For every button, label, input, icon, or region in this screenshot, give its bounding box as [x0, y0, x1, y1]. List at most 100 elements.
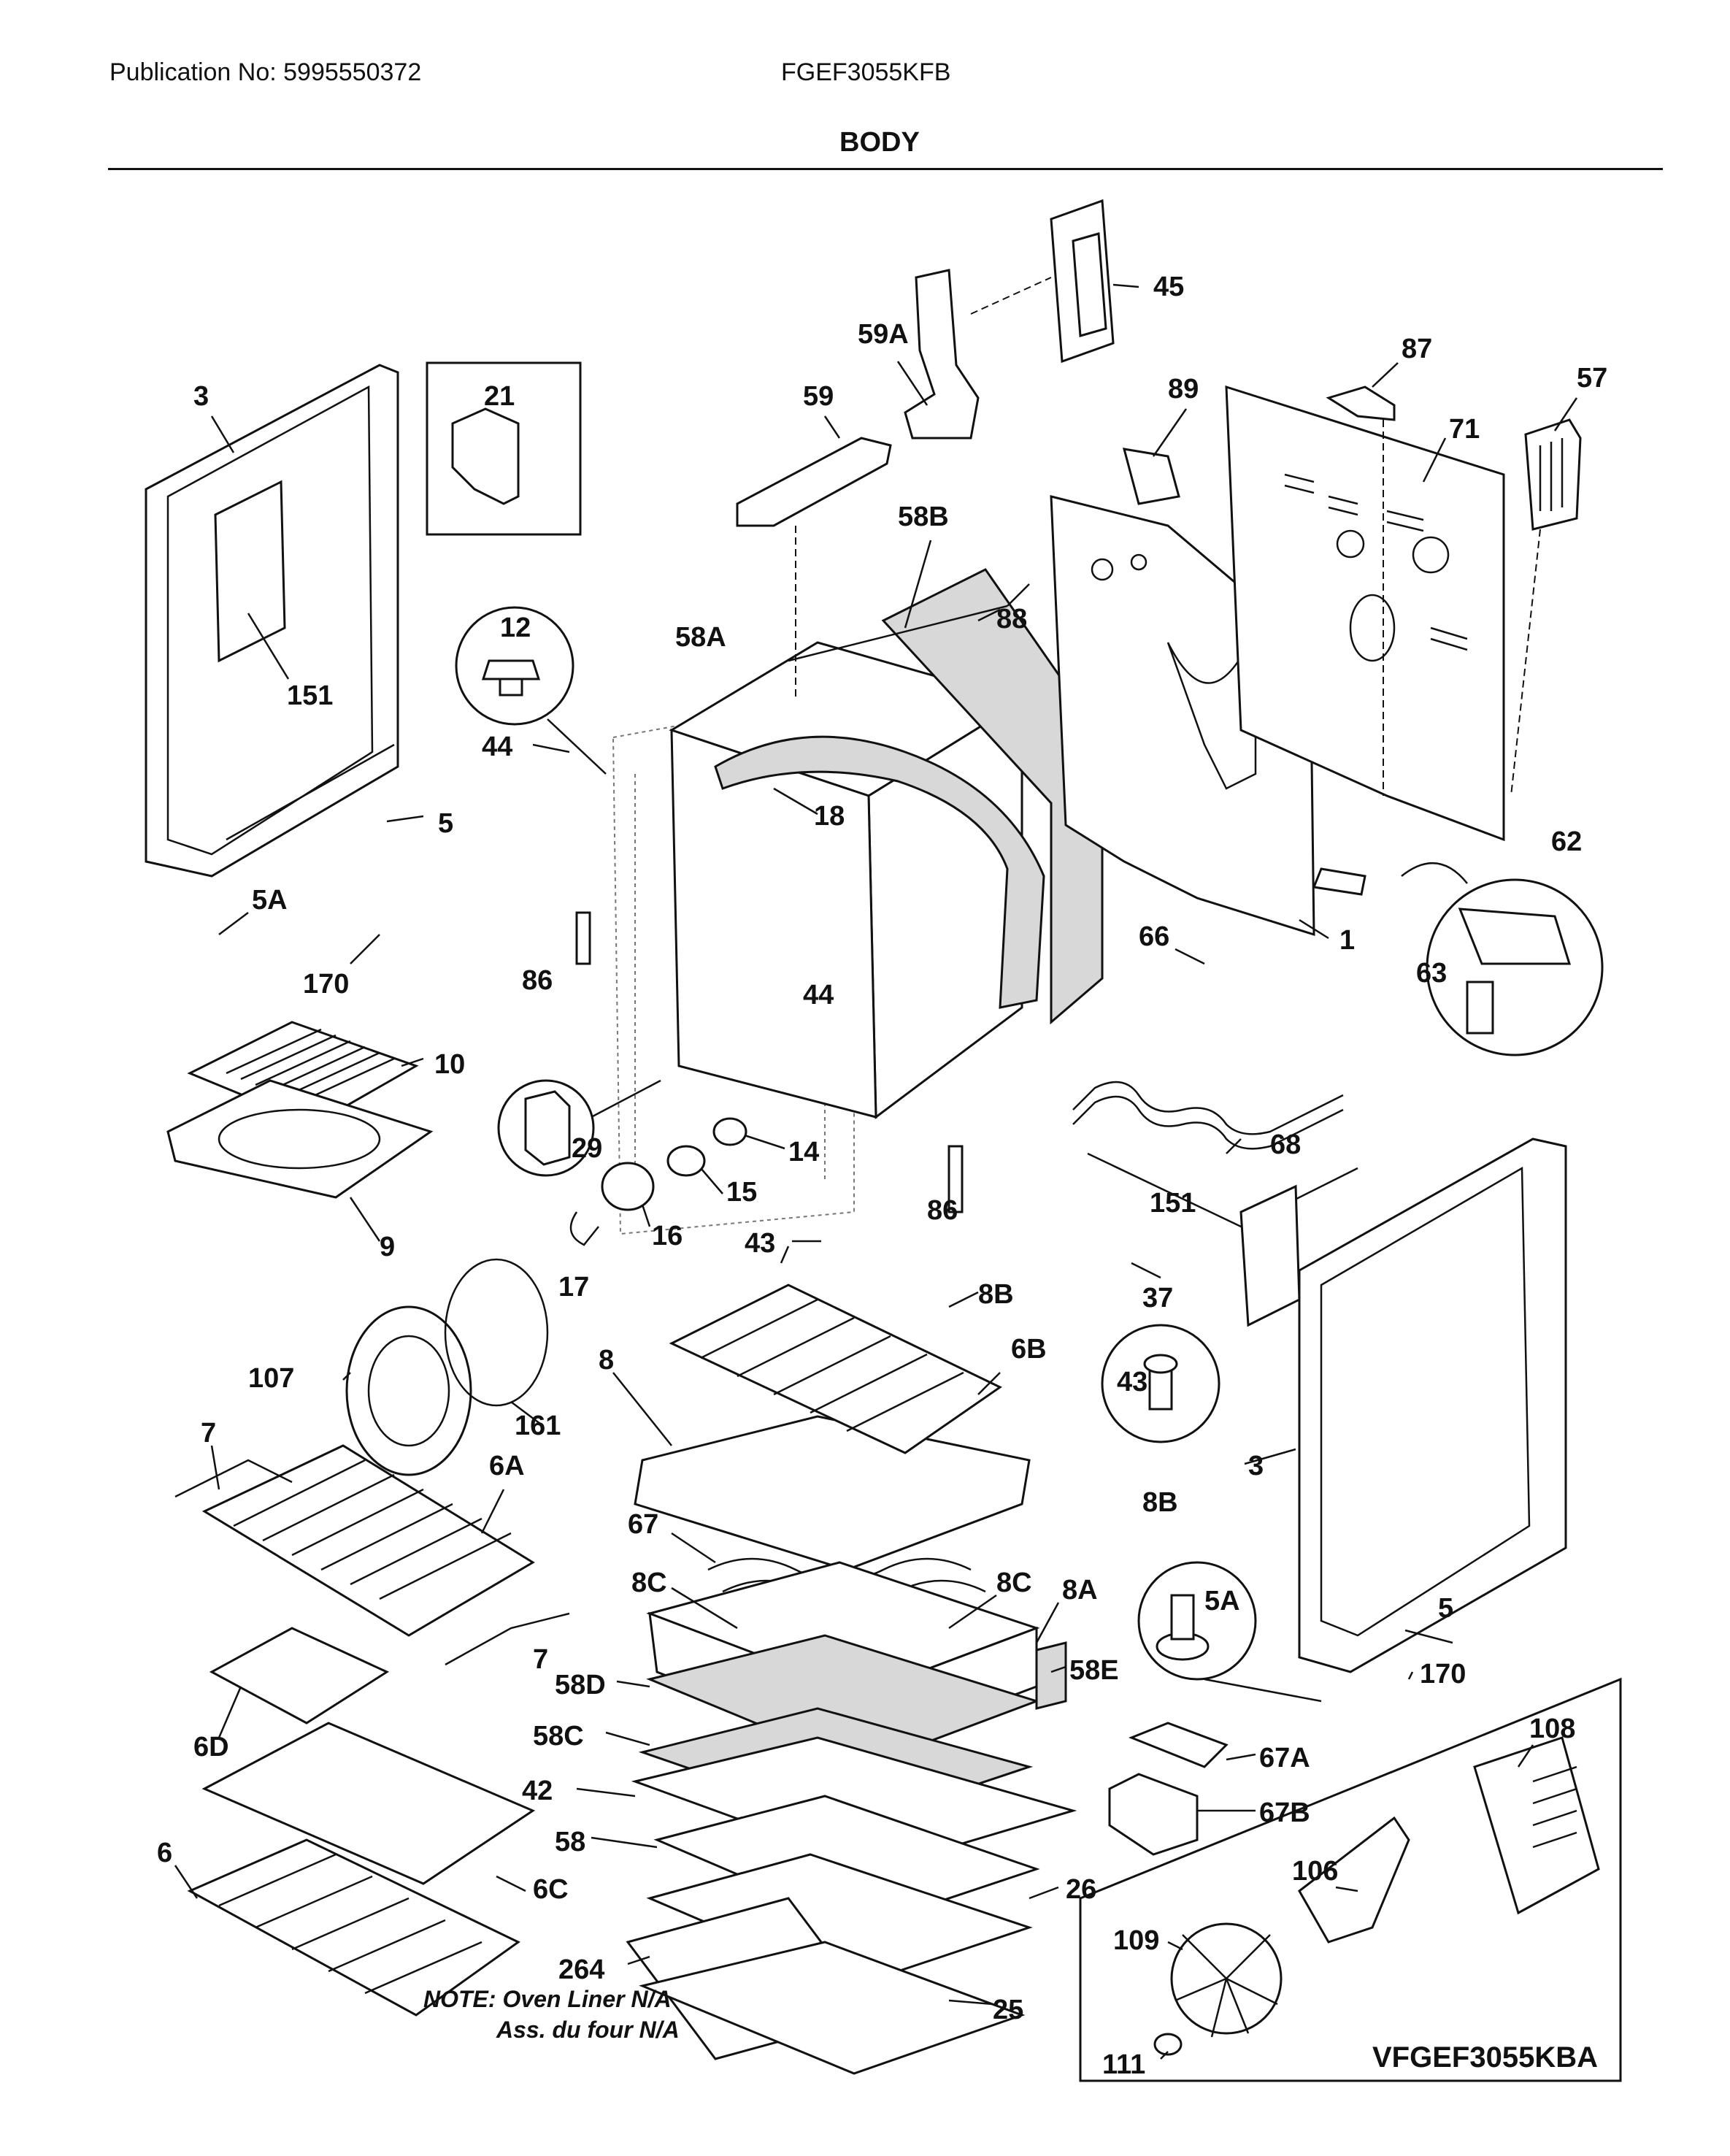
vent-duct-assembly	[736, 199, 1115, 701]
callout-8C-right: 8C	[996, 1568, 1032, 1598]
callout-108: 108	[1529, 1714, 1575, 1744]
callout-86-lower: 86	[927, 1195, 958, 1226]
rack-supports	[575, 911, 964, 1213]
callout-8: 8	[599, 1345, 614, 1376]
callout-8C: 8C	[631, 1568, 667, 1598]
callout-6D: 6D	[193, 1732, 229, 1762]
callout-1: 1	[1339, 925, 1355, 956]
callout-6: 6	[157, 1838, 172, 1868]
callout-10: 10	[434, 1049, 465, 1080]
callout-59A: 59A	[858, 319, 909, 350]
callout-18: 18	[814, 801, 845, 832]
callout-21: 21	[484, 381, 515, 412]
callout-88: 88	[996, 604, 1027, 634]
lower-rack-and-pan	[634, 1284, 1031, 1604]
callout-16: 16	[652, 1221, 683, 1251]
drawer-assembly	[626, 1561, 1077, 2075]
callout-labels: 3 21 151 5 5A 170 12 44 58A 18 86 59A 59…	[157, 272, 1607, 2080]
section-title: BODY	[839, 127, 920, 158]
callout-5A: 5A	[252, 885, 288, 916]
callout-107: 107	[248, 1363, 294, 1394]
callout-5: 5	[438, 808, 453, 839]
part-21-detail-box	[426, 361, 582, 536]
variant-model-label: VFGEF3055KBA	[1372, 2041, 1598, 2073]
callout-59: 59	[803, 381, 834, 412]
callout-62: 62	[1551, 826, 1582, 857]
callout-37: 37	[1142, 1283, 1173, 1313]
callout-86: 86	[522, 965, 553, 996]
callout-5-right: 5	[1438, 1593, 1453, 1624]
note-oven-liner: NOTE: Oven Liner N/A	[423, 1986, 672, 2012]
callout-15: 15	[726, 1177, 757, 1208]
part-12-detail-circle	[455, 606, 607, 775]
oven-light-parts	[569, 1117, 747, 1246]
broil-pan	[166, 1021, 434, 1199]
callout-106: 106	[1292, 1856, 1338, 1887]
callout-109: 109	[1113, 1925, 1159, 1956]
callout-57: 57	[1577, 363, 1607, 394]
callout-6B: 6B	[1011, 1334, 1047, 1365]
callout-43: 43	[745, 1228, 775, 1259]
convection-motor-inset	[1079, 1677, 1622, 2082]
publication-number: Publication No: 5995550372	[109, 58, 422, 86]
callout-9: 9	[380, 1232, 395, 1262]
callout-58B: 58B	[898, 502, 949, 532]
callout-17: 17	[558, 1272, 589, 1303]
callout-44-center: 44	[803, 980, 834, 1010]
leader-lines	[174, 283, 1578, 2060]
header-divider	[108, 168, 1663, 170]
callout-58D: 58D	[555, 1670, 606, 1700]
part-67-brackets	[1108, 1722, 1229, 1856]
callout-43-circle: 43	[1117, 1367, 1147, 1397]
callout-14: 14	[788, 1137, 819, 1167]
side-panel-right	[1239, 1138, 1567, 1673]
part-29-detail-circle	[497, 1079, 661, 1177]
callout-63: 63	[1416, 958, 1447, 989]
callout-3: 3	[193, 381, 209, 412]
callout-264: 264	[558, 1954, 604, 1985]
callout-6A: 6A	[489, 1451, 525, 1481]
callout-58E: 58E	[1069, 1655, 1119, 1686]
oven-box	[669, 568, 1104, 1119]
callout-67B: 67B	[1259, 1798, 1310, 1828]
callout-58C: 58C	[533, 1721, 584, 1752]
callout-151-right: 151	[1150, 1188, 1196, 1219]
callout-7: 7	[201, 1418, 216, 1449]
small-brackets	[1122, 385, 1582, 797]
rear-panel	[1050, 385, 1505, 937]
callout-8A: 8A	[1062, 1575, 1098, 1606]
callout-151: 151	[287, 680, 333, 711]
callout-89: 89	[1168, 374, 1199, 404]
callout-161: 161	[515, 1411, 561, 1441]
oven-racks	[174, 1444, 570, 2017]
callout-58A: 58A	[675, 622, 726, 653]
part-62-detail-circle	[1312, 862, 1604, 1056]
callout-6C: 6C	[533, 1874, 569, 1905]
broil-element	[1072, 1081, 1358, 1228]
part-43-detail-circle	[1101, 1324, 1220, 1443]
callout-42: 42	[522, 1776, 553, 1806]
callout-44: 44	[482, 732, 512, 762]
callout-58: 58	[555, 1827, 585, 1857]
note-oven-liner-french: Ass. du four N/A	[496, 2017, 680, 2043]
model-number: FGEF3055KFB	[781, 58, 951, 86]
callout-67A: 67A	[1259, 1743, 1310, 1773]
part-5A-detail-circle	[1137, 1561, 1257, 1681]
side-panel-left	[145, 364, 399, 878]
callout-8B-lower: 8B	[1142, 1487, 1178, 1518]
callout-3-right: 3	[1248, 1451, 1264, 1481]
callout-111: 111	[1102, 2049, 1145, 2080]
callout-12: 12	[500, 613, 531, 643]
callout-26: 26	[1066, 1874, 1096, 1905]
callout-29: 29	[572, 1133, 602, 1164]
callout-87: 87	[1402, 334, 1432, 364]
convection-fan-cover	[345, 1258, 549, 1476]
callout-71: 71	[1449, 414, 1480, 445]
callout-25: 25	[993, 1995, 1023, 2025]
callout-170: 170	[303, 969, 349, 1000]
callout-68: 68	[1270, 1129, 1301, 1160]
callout-66: 66	[1139, 921, 1169, 952]
callout-5A-right: 5A	[1204, 1586, 1240, 1616]
callout-170-right: 170	[1420, 1659, 1466, 1689]
